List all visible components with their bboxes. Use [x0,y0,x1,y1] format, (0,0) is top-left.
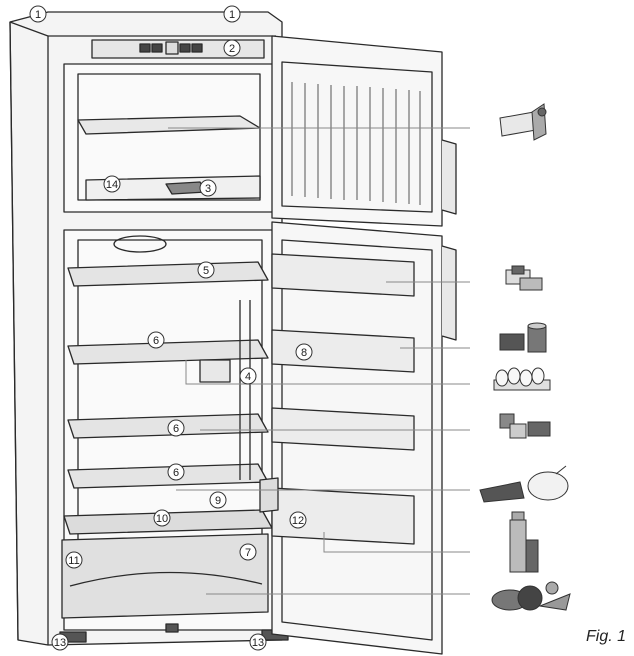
callout-circle [167,419,185,437]
callout-circle [223,39,241,57]
callout-label: 13 [54,637,66,649]
callout-6: 6 [147,331,165,349]
callout-3: 3 [199,179,217,197]
callout-5: 5 [197,261,215,279]
callout-label: 1 [35,9,41,21]
callout-10: 10 [153,509,171,527]
callout-7: 7 [239,543,257,561]
vegetables-icon [491,581,571,611]
callout-circle [239,367,257,385]
leader-bottles [323,532,470,553]
callout-circle [249,633,267,651]
callout-circle [223,5,241,23]
callout-label: 12 [292,515,304,527]
door-rack-1 [271,253,415,297]
callout-9: 9 [209,491,227,509]
callout-14: 14 [103,175,121,193]
fridge-door-handle [441,245,457,341]
leader-eggs [185,360,470,385]
callout-1: 1 [29,5,47,23]
callout-label: 7 [245,547,251,559]
door-rack-2 [271,329,415,373]
callout-label: 6 [173,423,179,435]
yoghurt-tins-icon [499,413,551,439]
callout-label: 11 [68,555,79,567]
light-switch [199,359,231,383]
callout-circle [295,343,313,361]
callout-circle [209,491,227,509]
callout-circle [239,543,257,561]
callout-2: 2 [223,39,241,57]
callout-12: 12 [289,511,307,529]
vegetable-crisper [61,533,269,619]
frozen-food-icon [499,103,547,141]
butter-cheese-icon [505,265,543,291]
callout-6: 6 [167,419,185,437]
callout-label: 13 [252,637,264,649]
callout-circle [51,633,69,651]
callout-circle [199,179,217,197]
callout-circle [153,509,171,527]
figure-caption: Fig. 1 [585,628,626,645]
callout-13: 13 [249,633,267,651]
callout-circle [29,5,47,23]
callout-circle [167,463,185,481]
callout-label: 14 [106,179,118,191]
callout-label: 6 [153,335,159,347]
callout-label: 9 [215,495,221,507]
freezer-door-handle [441,139,457,215]
eggs-icon [493,367,551,391]
callout-label: 3 [205,183,211,195]
preserves-jars-icon [499,322,547,353]
callout-label: 10 [156,513,168,525]
callout-13: 13 [51,633,69,651]
callout-label: 8 [301,347,307,359]
callout-circle [289,511,307,529]
callout-circle [147,331,165,349]
callout-8: 8 [295,343,313,361]
shelf-5 [67,261,269,287]
callout-6: 6 [167,463,185,481]
callout-circle [65,551,83,569]
shelf-6-top [67,339,269,365]
callout-circle [103,175,121,193]
door-rack-3 [271,407,415,451]
callout-label: 1 [229,9,235,21]
door-rack-bottle [271,487,415,545]
callout-label: 5 [203,265,209,277]
callout-1: 1 [223,5,241,23]
callout-circle [197,261,215,279]
callout-label: 2 [229,43,235,55]
callout-4: 4 [239,367,257,385]
meat-sausage-icon [479,465,569,503]
callout-label: 6 [173,467,179,479]
callout-11: 11 [65,551,83,569]
bottles-icon [509,511,539,573]
callout-label: 4 [245,371,251,383]
